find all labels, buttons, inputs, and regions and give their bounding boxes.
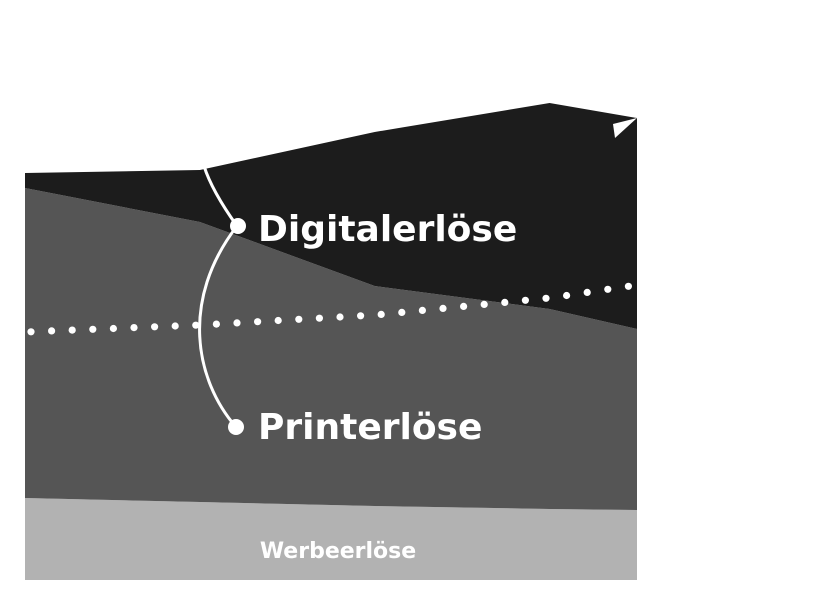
reference-dot — [48, 327, 56, 335]
reference-dot — [192, 321, 200, 329]
label-callout-curve — [198, 165, 239, 428]
reference-dot — [315, 314, 323, 322]
reference-dot — [357, 312, 365, 320]
area-digitalerloese — [25, 103, 637, 329]
reference-dot — [542, 294, 550, 302]
reference-dot — [377, 310, 385, 318]
reference-dot — [563, 291, 571, 300]
top-edge-notch — [613, 118, 637, 138]
reference-dot — [109, 324, 117, 333]
reference-dot — [171, 322, 179, 330]
reference-dot — [604, 285, 612, 293]
digital-label-marker — [230, 218, 246, 234]
reference-dot — [274, 316, 282, 325]
reference-dot — [501, 298, 509, 306]
reference-dot — [212, 320, 220, 328]
reference-dot — [254, 318, 262, 326]
reference-dot — [460, 302, 468, 310]
series-label-printerloese: Printerlöse — [258, 407, 482, 448]
reference-dot — [89, 325, 97, 333]
area-werbeerloese — [25, 498, 637, 580]
series-label-digitalerloese: Digitalerlöse — [258, 209, 517, 250]
reference-dot — [336, 313, 344, 321]
reference-dot — [151, 323, 159, 331]
reference-dot — [480, 300, 488, 308]
reference-dot — [130, 324, 138, 332]
series-label-werbeerloese: Werbeerlöse — [260, 539, 416, 564]
print-label-marker — [228, 419, 244, 435]
reference-dot — [233, 319, 241, 327]
reference-dot — [27, 328, 35, 336]
reference-dot — [295, 315, 303, 323]
reference-dot — [521, 296, 530, 304]
reference-dot — [418, 306, 426, 314]
reference-dot — [398, 308, 406, 316]
area-printerloese — [25, 188, 637, 510]
reference-dot — [68, 326, 76, 334]
dotted-reference-line — [27, 282, 633, 336]
area-layers — [25, 103, 637, 580]
reference-dot — [583, 288, 591, 296]
reference-dot — [624, 282, 633, 290]
reference-dot — [439, 304, 447, 312]
